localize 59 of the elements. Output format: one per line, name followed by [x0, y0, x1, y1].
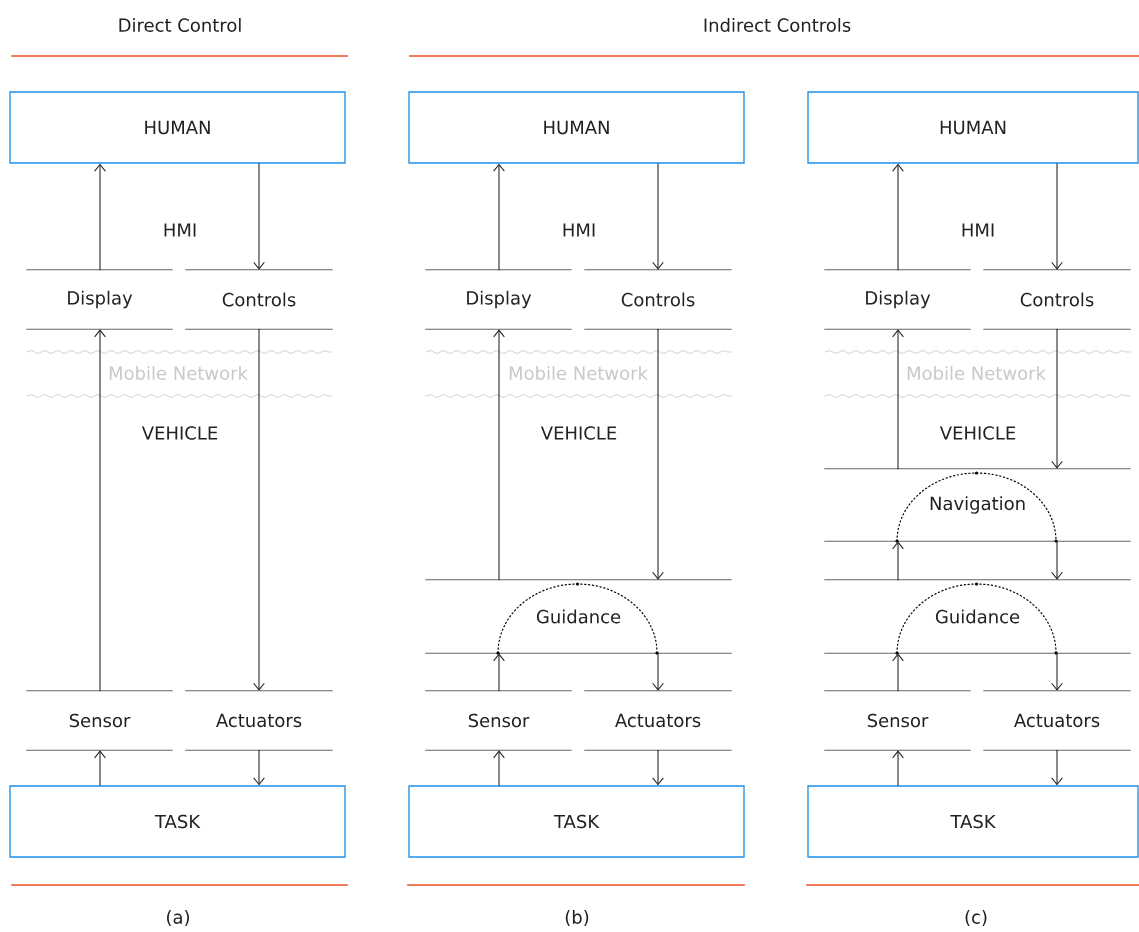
section-label: VEHICLE — [540, 426, 617, 440]
arrow — [1051, 652, 1063, 691]
section-label: (a) — [167, 910, 189, 927]
entity-box: TASK — [9, 785, 346, 858]
layer-band: Display — [824, 269, 971, 330]
arrow — [253, 749, 265, 786]
arrow — [493, 329, 505, 581]
layer-band: Display — [425, 269, 572, 330]
layer-band: Sensor — [26, 690, 173, 751]
arrow — [94, 329, 106, 692]
layer-band: Display — [26, 269, 173, 330]
entity-box: HUMAN — [408, 91, 745, 164]
arrow — [1051, 163, 1063, 270]
arrow — [892, 653, 904, 692]
layer-band: Actuators — [983, 690, 1131, 751]
section-label: (b) — [565, 910, 589, 927]
arrow — [493, 653, 505, 692]
arrow — [652, 749, 664, 786]
section-label: (c) — [965, 910, 987, 927]
arrow — [253, 163, 265, 270]
section-label: VEHICLE — [141, 426, 218, 440]
arrow — [1051, 749, 1063, 786]
arrow — [652, 163, 664, 270]
arrow — [94, 163, 106, 271]
layer-band: Actuators — [584, 690, 732, 751]
section-label: VEHICLE — [939, 426, 1016, 440]
layer-band: Sensor — [824, 690, 971, 751]
entity-box: HUMAN — [807, 91, 1139, 164]
arrow — [94, 750, 106, 786]
arrow — [1051, 540, 1063, 580]
section-label: HMI — [563, 223, 595, 237]
node-label: Guidance — [935, 609, 1020, 624]
arrow — [892, 750, 904, 786]
section-label: HMI — [164, 223, 196, 237]
section-label: HMI — [962, 223, 994, 237]
layer-band: Navigation — [824, 468, 1131, 543]
arrow — [652, 328, 664, 580]
panel-heading: Direct Control — [119, 18, 241, 32]
node-label: Guidance — [536, 609, 621, 624]
arrow — [493, 163, 505, 271]
arrow — [892, 329, 904, 470]
entity-box: TASK — [807, 785, 1139, 858]
layer-band: Controls — [584, 269, 732, 330]
layer-band: Sensor — [425, 690, 572, 751]
arrow — [892, 163, 904, 271]
arrow — [1051, 328, 1063, 469]
layer-band: Controls — [983, 269, 1131, 330]
arrow — [493, 750, 505, 786]
layer-band: Guidance — [425, 579, 732, 655]
node-label: Navigation — [930, 496, 1025, 514]
arrow — [253, 328, 265, 691]
layer-band: Controls — [185, 269, 333, 330]
arrow — [892, 541, 904, 581]
panel-heading: Indirect Controls — [704, 18, 851, 32]
layer-band: Actuators — [185, 690, 333, 751]
entity-box: TASK — [408, 785, 745, 858]
layer-band: Guidance — [824, 579, 1131, 655]
arrow — [652, 652, 664, 691]
entity-box: HUMAN — [9, 91, 346, 164]
